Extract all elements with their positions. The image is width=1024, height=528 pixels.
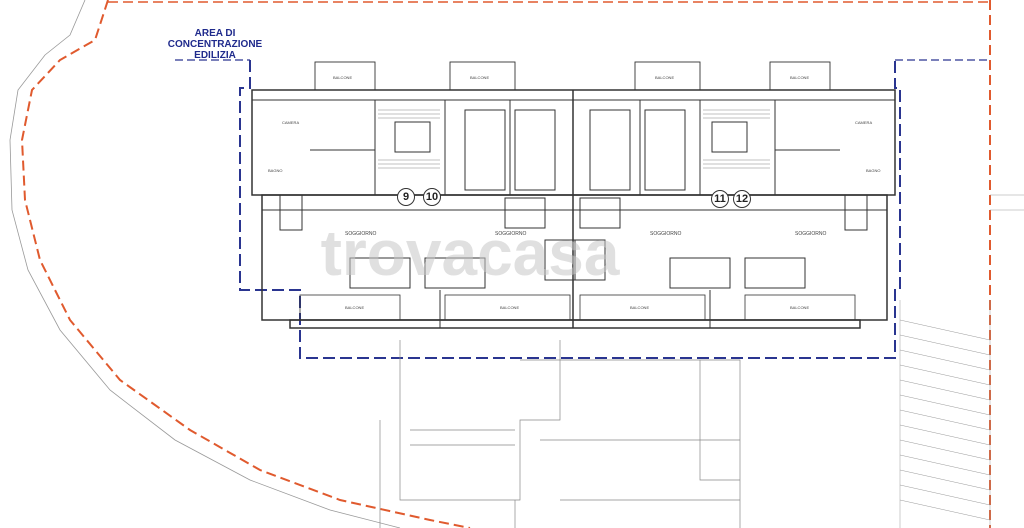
room-label: BAGNO [866, 168, 881, 173]
unit-number-9: 9 [397, 188, 415, 206]
room-label: SOGGIORNO [495, 231, 527, 237]
room-label: BALCONE [500, 305, 520, 310]
unit-number-12: 12 [733, 190, 751, 208]
unit-number-11: 11 [711, 190, 729, 208]
building-area-boundary [239, 60, 901, 359]
room-label: CAMERA [282, 120, 300, 125]
room-label: BALCONE [470, 75, 490, 80]
room-label: BALCONE [333, 75, 353, 80]
room-label: BALCONE [655, 75, 675, 80]
room-label: BALCONE [630, 305, 650, 310]
area-label-line1: AREA DI [194, 28, 236, 39]
room-label: BALCONE [790, 305, 810, 310]
area-label-line3: EDILIZIA [194, 50, 236, 61]
property-boundary [20, 0, 471, 528]
room-label: BALCONE [345, 305, 365, 310]
room-label: SOGGIORNO [795, 231, 827, 237]
room-label: BAGNO [268, 168, 283, 173]
area-label: AREA DI CONCENTRAZIONE EDILIZIA [160, 28, 270, 61]
room-label: CAMERA [855, 120, 873, 125]
svg-text:trovacasa: trovacasa [321, 217, 620, 289]
room-label: SOGGIORNO [650, 231, 682, 237]
unit-number-10: 10 [423, 188, 441, 206]
room-label: BALCONE [790, 75, 810, 80]
area-label-line2: CONCENTRAZIONE [167, 39, 263, 50]
room-label: SOGGIORNO [345, 231, 377, 237]
